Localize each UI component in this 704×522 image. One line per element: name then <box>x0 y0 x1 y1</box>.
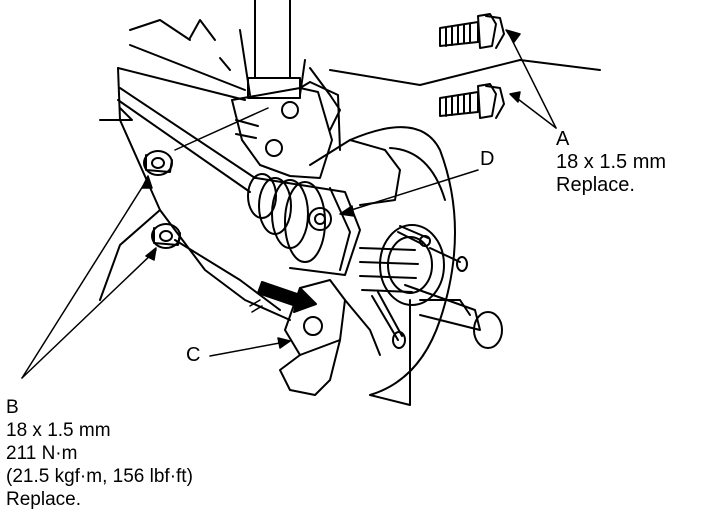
flange-bolt-upper <box>439 13 505 49</box>
wheel-studs <box>371 225 468 349</box>
axle-spline <box>404 284 503 349</box>
callout-c-letter: C <box>186 344 201 366</box>
callout-a-size: 18 x 1.5 mm <box>556 151 667 173</box>
leader-lines <box>21 29 557 379</box>
strut-shock-absorber <box>189 0 341 131</box>
callout-b: B 18 x 1.5 mm 211 N·m (21.5 kgf·m, 156 l… <box>6 396 193 511</box>
self-locking-nut-upper <box>143 150 173 176</box>
callout-b-torque-alt: (21.5 kgf·m, 156 lbf·ft) <box>6 466 193 487</box>
callout-b-letter: B <box>6 397 19 418</box>
callout-d-letter: D <box>480 148 495 170</box>
callout-a-letter: A <box>556 128 570 150</box>
cv-joint-boot <box>247 173 361 276</box>
wheel-hub <box>349 126 456 406</box>
strut-bracket <box>231 81 341 179</box>
callout-d: D <box>480 148 494 171</box>
callout-b-torque: 211 N·m <box>6 443 78 464</box>
subframe-outline <box>99 19 601 321</box>
callout-c: C <box>186 344 200 367</box>
callout-a-note: Replace. <box>556 174 635 196</box>
direction-arrow <box>249 281 317 313</box>
flange-bolt-lower <box>439 83 505 119</box>
drive-shaft <box>99 87 256 193</box>
callout-b-note: Replace. <box>6 489 81 510</box>
steering-knuckle <box>279 139 401 396</box>
callout-a: A 18 x 1.5 mm Replace. <box>556 128 666 197</box>
callout-b-size: 18 x 1.5 mm <box>6 420 111 441</box>
self-locking-nut-lower <box>151 223 181 249</box>
